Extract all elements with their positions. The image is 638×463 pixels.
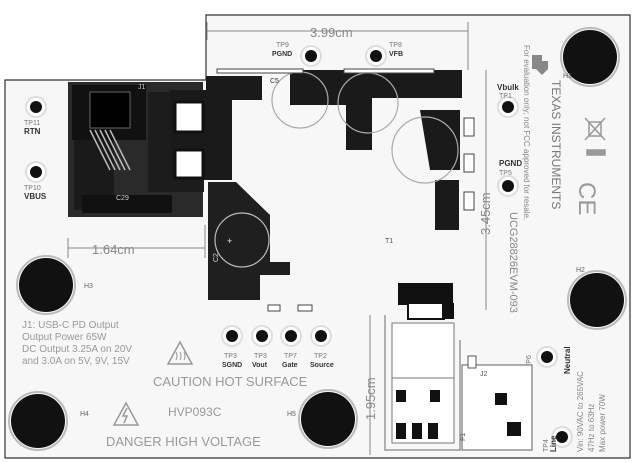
weee-bin-icon	[584, 117, 606, 156]
testpoint-tp9-name: PGND	[272, 51, 292, 58]
testpoint-sgnd-id: TP3	[224, 353, 237, 360]
testpoint-tp6-id: TP6	[526, 355, 533, 368]
brand-board-id: UCG28826EVM-093	[507, 212, 519, 313]
component-label-c2: C2	[213, 253, 220, 262]
testpoint-tp7-name: Gate	[282, 362, 298, 369]
hole-label-h5: H5	[287, 411, 296, 418]
note-ac-input-1: Vin: 90VAC to 265VAC	[576, 371, 585, 452]
ac-input-area	[384, 315, 533, 451]
testpoint-tp10	[25, 161, 47, 183]
note-j1-title: J1: USB-C PD Output	[22, 320, 119, 331]
dimension-width-left-label: 1.64cm	[92, 242, 135, 257]
brand-company: TEXAS INSTRUMENTS	[549, 80, 563, 209]
testpoint-tp9	[300, 45, 322, 67]
copper-pours	[170, 70, 462, 320]
note-board-code: HVP093C	[168, 405, 222, 419]
testpoint-tp5-name: PGND	[499, 159, 522, 168]
testpoint-tp8-id: TP8	[389, 42, 402, 49]
svg-text:+: +	[227, 236, 232, 246]
dimension-width-top	[206, 22, 469, 70]
component-label-j1: J1	[138, 84, 146, 91]
component-label-c29: C29	[116, 195, 129, 202]
note-danger: DANGER HIGH VOLTAGE	[106, 434, 261, 449]
dimension-width-top-label: 3.99cm	[310, 25, 353, 40]
testpoint-tp4	[551, 426, 573, 448]
component-label-c5: C5	[270, 78, 279, 85]
testpoint-tp2	[310, 325, 332, 347]
testpoint-tp1-id: TP1	[499, 93, 512, 100]
testpoint-vout-id: TP3	[254, 353, 267, 360]
dimension-height-bottom-label: 1.95cm	[363, 377, 378, 420]
hole-label-h1: H1	[563, 73, 572, 80]
component-label-f1: F1	[460, 433, 467, 441]
testpoint-tp10-name: VBUS	[24, 192, 47, 201]
note-caution: CAUTION HOT SURFACE	[153, 374, 308, 389]
testpoint-tp5	[497, 175, 519, 197]
component-label-t1: T1	[385, 238, 393, 245]
testpoint-tp1	[497, 96, 519, 118]
testpoint-sgnd	[221, 325, 243, 347]
testpoint-vout	[251, 325, 273, 347]
testpoint-tp7	[280, 325, 302, 347]
testpoint-vout-name: Vout	[252, 362, 268, 369]
note-j1-out2: and 3.0A on 5V, 9V, 15V	[22, 356, 130, 367]
dimension-width-left	[67, 225, 206, 258]
capacitor-c2: +	[214, 212, 270, 268]
mounting-hole-h1	[560, 27, 620, 87]
ti-logo	[532, 55, 548, 75]
note-ac-input-2: 47Hz to 63Hz	[587, 404, 596, 452]
mounting-hole-h3	[16, 255, 76, 315]
hole-label-h2: H2	[576, 267, 585, 274]
ce-mark: CE	[573, 182, 600, 215]
testpoint-tp6-name: Neutral	[563, 346, 572, 374]
high-voltage-icon	[112, 401, 140, 426]
note-j1-out1: DC Output 3.25A on 20V	[22, 344, 132, 355]
note-ac-input-3: Max power 70W	[598, 394, 607, 452]
testpoint-tp9-id: TP9	[276, 42, 289, 49]
dimension-height-right-label: 3.45cm	[478, 192, 493, 235]
hole-label-h4: H4	[80, 411, 89, 418]
testpoint-tp4-name: Line	[549, 435, 558, 452]
hot-surface-icon	[166, 340, 194, 365]
header-strips	[216, 68, 475, 312]
note-j1-power: Output Power 65W	[22, 332, 107, 343]
mounting-hole-h4	[8, 391, 68, 451]
testpoint-tp5-id: TP5	[499, 170, 512, 177]
testpoint-sgnd-name: SGND	[222, 362, 242, 369]
testpoint-tp2-id: TP2	[314, 353, 327, 360]
testpoint-tp6	[536, 346, 558, 368]
mounting-hole-h2	[567, 270, 627, 330]
testpoint-tp10-id: TP10	[24, 185, 41, 192]
testpoint-tp11-id: TP11	[24, 120, 40, 127]
testpoint-tp1-name: Vbulk	[497, 83, 519, 92]
mounting-hole-h5	[298, 389, 358, 449]
testpoint-tp11	[25, 96, 47, 118]
testpoint-tp4-id: TP4	[543, 439, 550, 452]
testpoint-tp11-name: RTN	[24, 127, 41, 136]
testpoint-tp7-id: TP7	[284, 353, 297, 360]
brand-disclaimer: For evaluation only; not FCC approved fo…	[522, 45, 531, 220]
testpoint-tp8-name: VFB	[389, 51, 403, 58]
hole-label-h3: H3	[84, 283, 93, 290]
component-label-j2: J2	[480, 371, 488, 378]
testpoint-tp2-name: Source	[310, 362, 334, 369]
testpoint-tp8	[365, 45, 387, 67]
